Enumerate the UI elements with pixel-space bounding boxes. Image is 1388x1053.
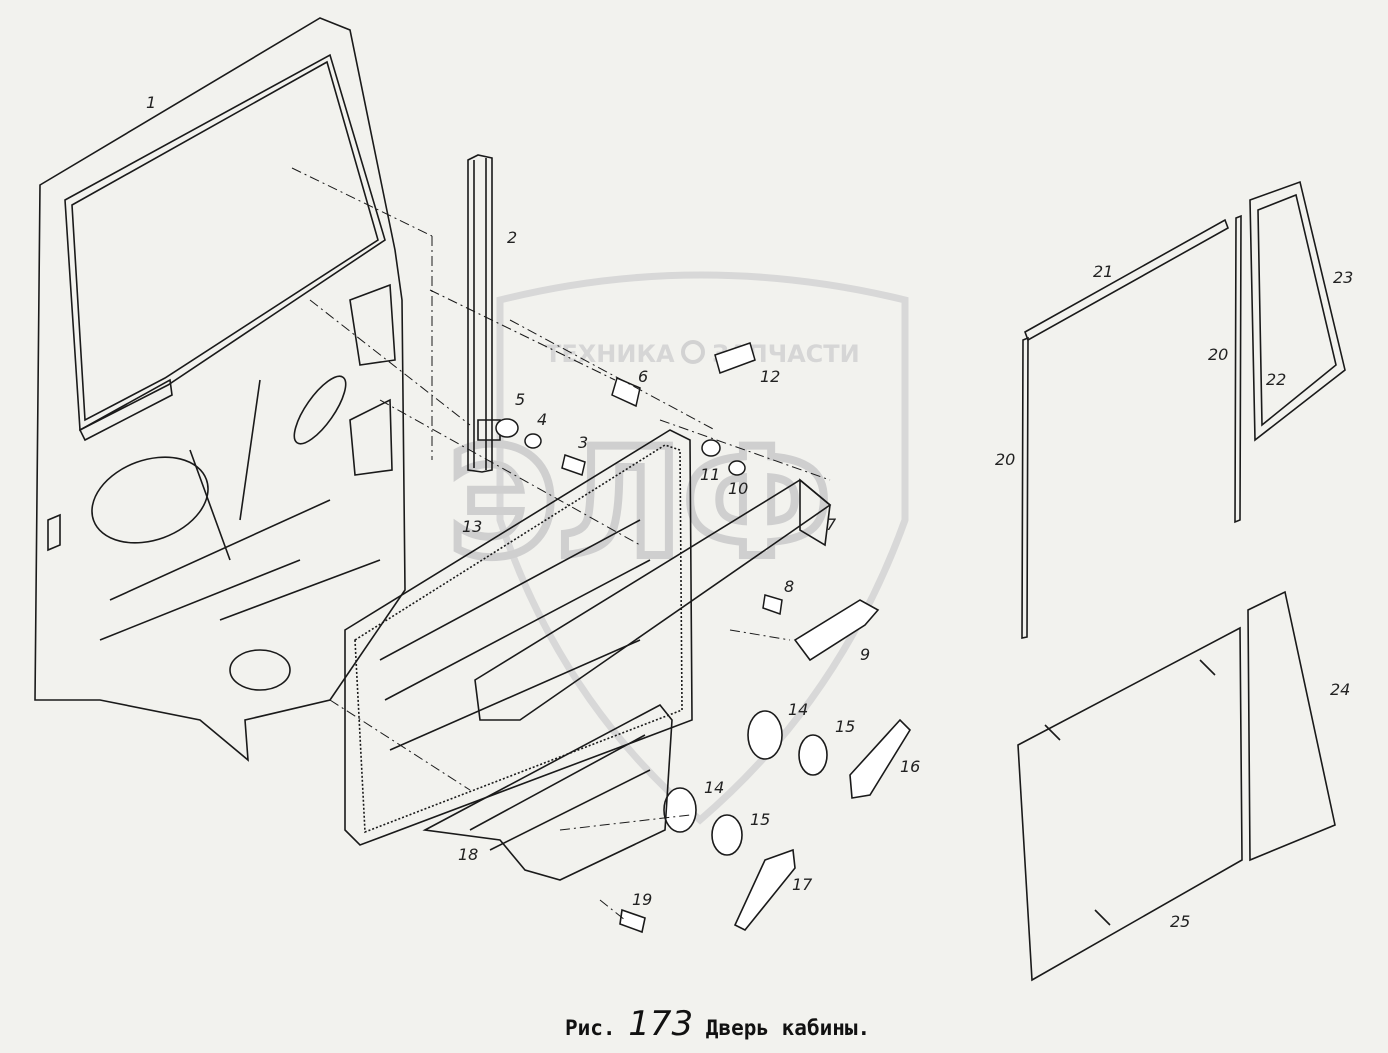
callout-20b: 20	[1208, 345, 1228, 364]
door-body	[34, 17, 406, 762]
figure-caption: Рис. 173 Дверь кабины.	[565, 1004, 870, 1044]
caption-prefix: Рис.	[565, 1016, 616, 1040]
watermark-brand-left: ТЕХНИКА	[545, 340, 675, 368]
callout-7: 7	[826, 515, 837, 534]
glass-parts	[1017, 180, 1346, 982]
callout-17: 17	[792, 875, 813, 894]
assembly-lines	[291, 167, 831, 921]
callout-23: 23	[1333, 268, 1353, 287]
lower-trim-panel	[422, 703, 673, 934]
callout-11: 11	[700, 465, 720, 484]
callout-24: 24	[1330, 680, 1350, 699]
callout-15b: 15	[750, 810, 770, 829]
callout-5: 5	[515, 390, 525, 409]
watermark: ТЕХНИКА ЗАПЧАСТИ ЭЛФ	[444, 271, 909, 825]
callout-16: 16	[900, 757, 920, 776]
callout-14a: 14	[788, 700, 808, 719]
callout-12: 12	[760, 367, 780, 386]
callout-19: 19	[632, 890, 652, 909]
gear-icon	[681, 340, 705, 364]
callout-9: 9	[860, 645, 870, 664]
callout-4: 4	[537, 410, 547, 429]
callout-8: 8	[784, 577, 794, 596]
hardware	[495, 342, 783, 616]
callout-3: 3	[578, 433, 588, 452]
callout-2: 2	[507, 228, 517, 247]
door-handle	[793, 599, 880, 662]
window-winder-parts	[663, 710, 912, 932]
callout-6: 6	[638, 367, 648, 386]
callout-10: 10	[728, 479, 748, 498]
caption-title: Дверь кабины.	[705, 1016, 871, 1040]
callout-14b: 14	[704, 778, 724, 797]
callout-25: 25	[1170, 912, 1190, 931]
callout-1: 1	[146, 93, 156, 112]
caption-number: 173	[628, 1004, 694, 1044]
callouts: 1 2 3 4 5 6 7 8 9 10 11 12 13 14 14 15 1…	[146, 93, 1353, 931]
door-trim-panel	[344, 429, 832, 846]
callout-13: 13	[462, 517, 482, 536]
callout-20a: 20	[995, 450, 1015, 469]
glass-run-channel	[467, 154, 501, 473]
callout-22: 22	[1266, 370, 1286, 389]
callout-21: 21	[1093, 262, 1113, 281]
callout-15a: 15	[835, 717, 855, 736]
callout-18: 18	[458, 845, 478, 864]
